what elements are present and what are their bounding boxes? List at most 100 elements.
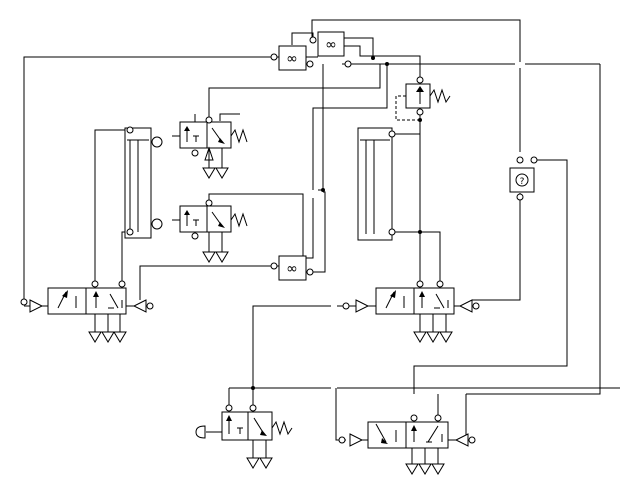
flow-arrow-icon [226,415,232,421]
junction-dot-icon [251,386,255,390]
valve-3-2-pushbutton [195,411,293,469]
line-and3-up [318,64,324,191]
flow-arrow-icon [62,290,68,298]
port-circle-icon [338,436,346,444]
valve-5-2-left-pilot [24,287,147,343]
flow-arrow-icon [411,425,417,431]
spring-icon [230,128,248,144]
pilot-arrow-icon [29,299,44,313]
line-valve3-right [465,394,470,441]
and-symbol-icon: ∞ [286,51,298,67]
port-circle-icon [416,280,424,288]
port-circle-icon [306,268,314,276]
port-circle-icon [270,262,278,270]
pressure-switch-right: ? [509,167,535,193]
pilot-arrow-icon [458,299,473,313]
line-switch-down [472,193,521,301]
port-circle-icon [388,130,396,138]
junction-dot-icon [321,188,325,192]
flow-arrow-icon [184,126,190,131]
line-upper-roller-top [219,113,240,121]
pushbutton-icon [195,425,206,439]
spring-icon [271,420,293,436]
line-and3-to-valve1 [139,265,279,300]
pilot-arrow-icon [454,433,469,447]
port-circle-icon [191,149,199,157]
pilot-arrow-icon [416,86,424,92]
line-switch-right [413,159,568,394]
flow-arrow-icon [381,438,388,444]
exhaust-triangle-icon [418,463,432,475]
exhaust-triangle-icon [113,331,127,343]
exhaust-triangle-icon [202,251,216,263]
line-and3-right [306,191,326,273]
roller-icon [151,218,163,230]
exhaust-triangle-icon [439,331,453,343]
port-circle-icon [344,60,352,68]
flow-arrow-icon [218,222,225,228]
line-to-valve3-pilot [335,388,346,441]
line-top-loop [311,19,521,62]
port-circle-icon [416,76,424,84]
pilot-arrow-icon [355,299,370,313]
exhaust-triangle-icon [426,331,440,343]
port-circle-icon [118,280,126,288]
valve-3-2-roller-lower [172,205,248,263]
ports [20,36,538,444]
valve-3-2-roller-upper [172,121,248,179]
flow-arrow-icon [419,291,425,297]
switch-symbol-icon: ? [520,177,525,187]
port-circle-icon [225,404,233,412]
line-lower-roller-feed [208,193,304,256]
exhaust-triangle-icon [405,463,419,475]
junction-dot-icon [385,62,389,66]
flow-arrow-icon [218,138,225,144]
pilot-arrow-icon [132,299,147,313]
port-circle-icon [205,199,213,207]
port-circle-icon [126,228,134,236]
cylinder-right [357,127,393,241]
port-circle-icon [91,280,99,288]
valve-5-2-bottom-pilot [349,421,469,475]
port-circle-icon [468,436,476,444]
junction-dot-icon [418,230,422,234]
line-left-edge [23,56,279,300]
port-circle-icon [126,126,134,134]
port-circle-icon [530,156,538,164]
and-gate-top-right: ∞ [317,31,345,57]
roller-icon [151,136,163,148]
exhaust-triangle-icon [246,457,260,469]
junction-dot-icon [371,56,375,60]
spring-icon [230,212,248,228]
valve-3-2-pressure-pilot [405,83,451,109]
and-symbol-icon: ∞ [325,37,337,53]
and-gate-top-left: ∞ [278,45,307,71]
port-circle-icon [342,302,350,310]
line-left-cyl-bottom [121,231,125,288]
line-center-down [303,198,314,259]
pilot-arrow-icon [349,433,364,447]
pneumatic-lines [23,19,620,441]
flow-arrow-icon [93,291,99,297]
exhaust-triangle-icon [88,331,102,343]
port-circle-icon [205,116,213,124]
exhaust-triangle-icon [413,331,427,343]
junctions [251,56,422,390]
port-circle-icon [434,414,442,422]
junction-dot-icon [418,118,422,122]
port-circle-icon [416,108,424,116]
flow-arrow-icon [184,210,190,215]
exhaust-triangle-icon [259,457,273,469]
exhaust-triangle-icon [101,331,115,343]
port-circle-icon [388,228,396,236]
port-circle-icon [472,302,480,310]
port-circle-icon [20,298,28,306]
port-circle-icon [516,156,524,164]
line-left-cyl-top [94,129,125,288]
exhaust-triangle-icon [215,167,229,179]
exhaust-triangle-icon [202,167,216,179]
port-circle-icon [249,404,257,412]
flow-arrow-icon [390,290,396,298]
